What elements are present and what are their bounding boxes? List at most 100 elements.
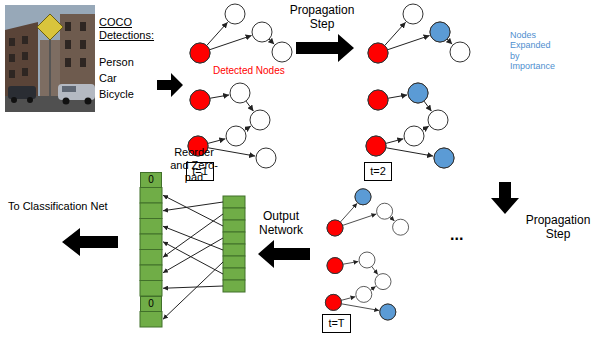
output-vector-part xyxy=(223,244,245,256)
detections-heading: COCO Detections: xyxy=(99,16,157,41)
reorder-lines-part xyxy=(163,202,223,211)
zero-cell: 0 xyxy=(140,172,162,188)
node-text: t=2 xyxy=(370,165,386,178)
block-arrow-part xyxy=(491,182,519,214)
block-arrow-part xyxy=(62,228,118,256)
street-photo-part xyxy=(63,98,70,105)
node-text: 0 xyxy=(148,297,154,311)
timestep-box: t=T xyxy=(322,314,351,333)
street-photo-part-part xyxy=(9,70,15,78)
street-photo-part-part xyxy=(22,36,28,44)
block-arrow xyxy=(62,34,519,268)
graph-t2-part-part xyxy=(408,83,428,103)
output-vector-part xyxy=(223,256,245,268)
reorder-lines xyxy=(163,195,223,319)
street-photo-part xyxy=(5,22,38,96)
expanded-nodes-label: Nodes Expanded by Importance xyxy=(510,30,560,71)
detected-nodes-label: Detected Nodes xyxy=(212,65,286,77)
block-arrow-part xyxy=(258,240,310,268)
street-photo-part-part xyxy=(65,22,71,31)
output-vector xyxy=(223,196,245,292)
street-photo-part xyxy=(27,97,33,103)
timestep-box: t=2 xyxy=(364,162,392,181)
graph-tT xyxy=(325,189,408,320)
street-photo-part xyxy=(5,5,95,112)
street-photo-part-part xyxy=(80,22,86,31)
street-photo-part-part xyxy=(65,40,71,49)
output-vector-part xyxy=(223,280,245,292)
reorder-lines-part xyxy=(163,195,223,226)
output-vector-part xyxy=(223,196,245,208)
reordered-vector-part xyxy=(140,234,162,250)
node-text: t=T xyxy=(328,317,344,330)
graph-t2-part-part xyxy=(430,22,450,42)
graph-t1-part xyxy=(188,4,292,168)
graph-t2-part-part xyxy=(434,148,454,168)
graph-tT-part-part xyxy=(380,304,396,320)
street-photo-part xyxy=(85,98,92,105)
graph-t2-part-part xyxy=(368,43,388,63)
graph-t1-part-part xyxy=(190,43,210,63)
classification-label: To Classification Net xyxy=(8,200,108,213)
block-arrow-part xyxy=(296,34,354,62)
graph-t2-part-part xyxy=(368,90,388,110)
graph-t1-part-part xyxy=(190,90,210,110)
street-photo-part-part xyxy=(9,54,15,62)
reorder-lines-part xyxy=(163,286,223,288)
reorder-lines-part xyxy=(163,238,223,273)
street-photo-part xyxy=(58,84,95,100)
graph-tT-part xyxy=(325,189,395,320)
reorder-lines-part xyxy=(163,242,223,274)
graph-t2 xyxy=(366,4,470,168)
step-label: Propagation Step xyxy=(284,4,360,32)
street-photo-part xyxy=(8,86,36,99)
reordered-vector-part xyxy=(140,219,162,235)
class-name: Car xyxy=(99,72,117,85)
street-photo-part xyxy=(11,97,17,103)
ellipsis: ... xyxy=(450,226,463,244)
street-photo-part-part xyxy=(22,52,28,60)
graph-tT-part-part xyxy=(325,294,341,310)
street-photo-part-part xyxy=(80,40,86,49)
graph-t1-part xyxy=(188,43,210,156)
graph-t2-part xyxy=(366,22,454,168)
street-photo-part xyxy=(62,86,76,92)
graph-tT-part-part xyxy=(327,220,343,236)
reordered-vector-part xyxy=(140,188,162,204)
reordered-vector-part xyxy=(140,281,162,297)
street-photo-part-part xyxy=(22,68,28,76)
reordered-vector-part xyxy=(140,203,162,219)
reordered-vector-part xyxy=(140,250,162,266)
graph-t2-part xyxy=(366,4,470,168)
street-photo-part xyxy=(60,14,95,96)
class-name: Bicycle xyxy=(99,88,134,101)
graph-tT-part-part xyxy=(327,258,343,274)
reorder-lines-part xyxy=(163,214,223,257)
step-label: Propagation Step xyxy=(520,214,596,242)
street-photo-part-part xyxy=(9,38,15,46)
graph-t2-part-part xyxy=(366,136,386,156)
reordered-vector-part xyxy=(140,312,162,328)
output-network-label: Output Network xyxy=(248,210,314,238)
street-photo-part xyxy=(37,14,63,40)
reorder-label: Reorder and Zero-pad xyxy=(165,146,223,184)
output-vector-part xyxy=(223,268,245,280)
class-name: Person xyxy=(99,56,134,69)
graph-tT-part-part xyxy=(355,189,371,205)
output-vector-part xyxy=(223,208,245,220)
graph-t1 xyxy=(188,4,292,168)
node-text: 0 xyxy=(148,173,154,187)
street-photo-part-part xyxy=(80,58,86,67)
graph-tT-part xyxy=(325,189,408,320)
street-photo-part-part xyxy=(65,58,71,67)
output-vector-part xyxy=(223,232,245,244)
street-photo xyxy=(5,5,95,112)
output-vector-part xyxy=(223,220,245,232)
reordered-vector xyxy=(140,188,162,328)
reordered-vector-part xyxy=(140,265,162,281)
reorder-lines-part xyxy=(163,262,223,319)
zero-cell: 0 xyxy=(140,296,162,312)
block-arrow-part xyxy=(157,73,183,97)
